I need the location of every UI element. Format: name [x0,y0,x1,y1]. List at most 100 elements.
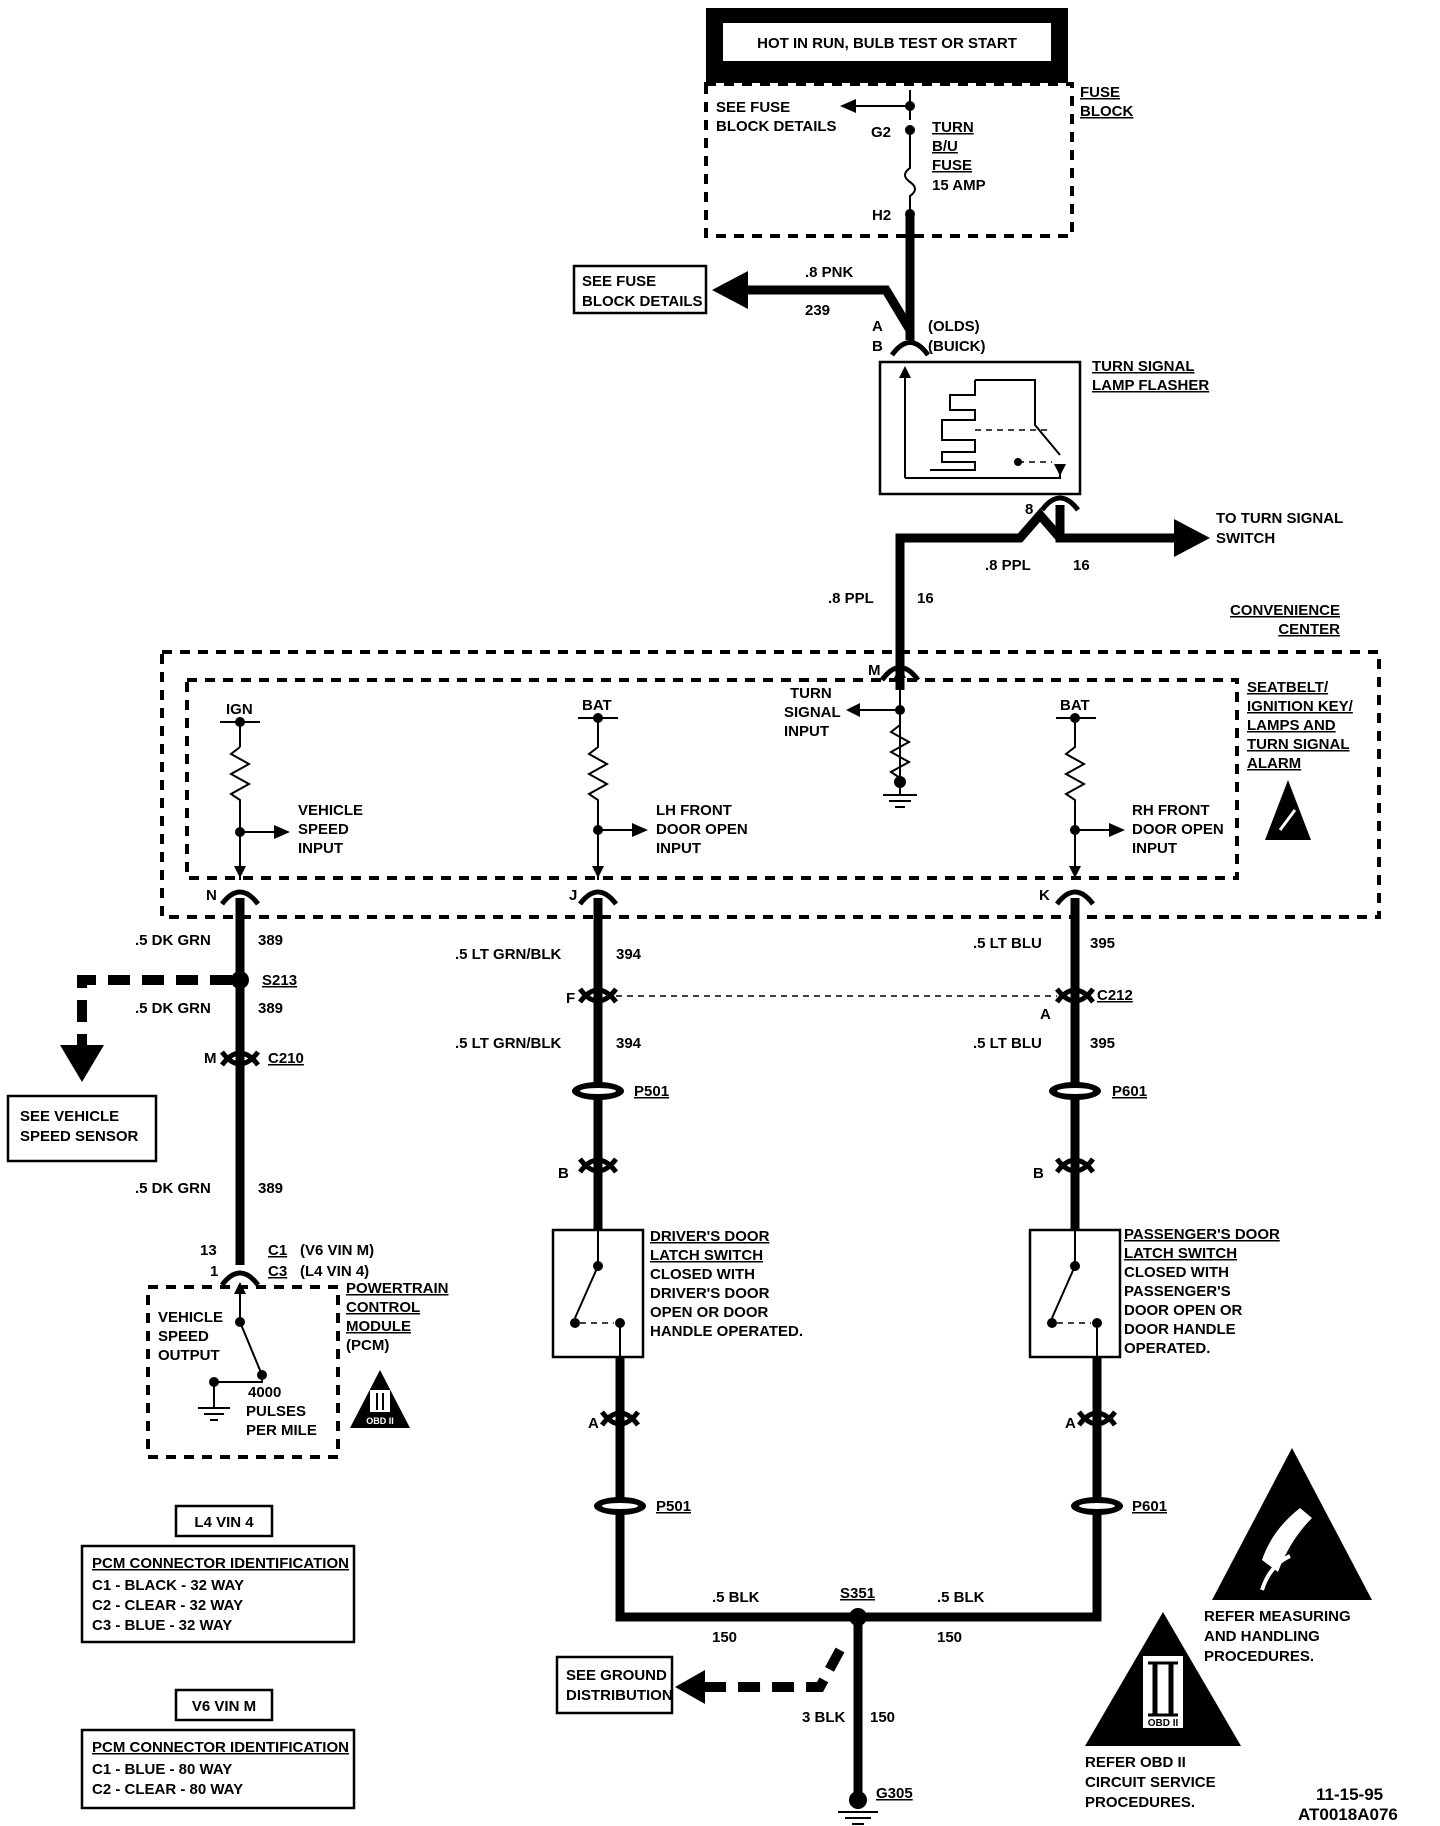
seatbelt-alarm-module [185,678,1239,880]
svg-text:DOOR OPEN: DOOR OPEN [1132,821,1224,838]
svg-text:P601: P601 [1112,1083,1147,1100]
flasher-connector-in [889,340,931,357]
footer-code: AT0018A076 [1298,1805,1398,1824]
splice-s213 [231,971,249,989]
svg-text:SIGNAL: SIGNAL [784,704,841,721]
feed-circuit: 239 [805,302,830,319]
svg-text:.5 BLK: .5 BLK [937,1589,985,1606]
svg-text:HANDLE OPERATED.: HANDLE OPERATED. [650,1323,803,1340]
svg-text:16: 16 [917,590,934,607]
svg-text:PASSENGER'S DOOR: PASSENGER'S DOOR [1124,1226,1280,1243]
svg-text:DOOR OPEN OR: DOOR OPEN OR [1124,1302,1243,1319]
svg-text:C3: C3 [268,1263,287,1280]
svg-text:.5 LT BLU: .5 LT BLU [973,935,1042,952]
svg-text:B: B [1033,1165,1044,1182]
svg-text:(BUICK): (BUICK) [928,338,986,355]
svg-text:389: 389 [258,932,283,949]
svg-text:V6 VIN M: V6 VIN M [192,1698,256,1715]
svg-text:8: 8 [1025,501,1033,518]
l4-tag [174,1504,274,1538]
svg-text:CLOSED WITH: CLOSED WITH [1124,1264,1229,1281]
svg-text:(OLDS): (OLDS) [928,318,980,335]
v6-connector-table [80,1728,356,1810]
svg-text:CIRCUIT SERVICE: CIRCUIT SERVICE [1085,1774,1216,1791]
svg-text:395: 395 [1090,1035,1115,1052]
svg-text:ALARM: ALARM [1247,755,1301,772]
svg-text:PROCEDURES.: PROCEDURES. [1204,1648,1314,1665]
svg-text:C2 - CLEAR - 80 WAY: C2 - CLEAR - 80 WAY [92,1781,243,1798]
svg-text:BAT: BAT [582,697,612,714]
svg-text:B: B [558,1165,569,1182]
svg-text:SPEED SENSOR: SPEED SENSOR [20,1128,139,1145]
svg-text:SEE FUSE: SEE FUSE [582,273,656,290]
svg-text:BAT: BAT [1060,697,1090,714]
svg-text:(V6 VIN M): (V6 VIN M) [300,1242,374,1259]
svg-text:REFER MEASURING: REFER MEASURING [1204,1608,1351,1625]
fuse-name-2: B/U [932,138,958,155]
svg-text:K: K [1039,887,1050,904]
svg-text:REFER OBD II: REFER OBD II [1085,1754,1186,1771]
svg-text:CONVENIENCE: CONVENIENCE [1230,602,1340,619]
svg-text:389: 389 [258,1180,283,1197]
svg-text:PCM CONNECTOR IDENTIFICATION: PCM CONNECTOR IDENTIFICATION [92,1555,349,1572]
fuse-see-details: SEE FUSE [716,99,790,116]
power-label: HOT IN RUN, BULB TEST OR START [757,35,1017,52]
footer-date: 11-15-95 [1316,1785,1383,1804]
svg-text:.5 LT BLU: .5 LT BLU [973,1035,1042,1052]
fuse-name-1: TURN [932,119,974,136]
svg-text:13: 13 [200,1242,217,1259]
l4-connector-table [80,1544,356,1644]
convenience-center-boundary [160,650,1381,919]
fuse-block-boundary [704,82,1074,238]
svg-text:P501: P501 [656,1498,691,1515]
fuse-block-title: FUSE [1080,84,1120,101]
svg-text:INPUT: INPUT [656,840,701,857]
svg-text:(PCM): (PCM) [346,1337,389,1354]
svg-text:OPEN OR DOOR: OPEN OR DOOR [650,1304,769,1321]
svg-text:.8 PPL: .8 PPL [828,590,874,607]
flasher-bimetal [930,380,976,471]
svg-text:SPEED: SPEED [298,821,349,838]
flasher-connector-out [1040,495,1080,512]
svg-text:A: A [872,318,883,335]
svg-text:IGNITION KEY/: IGNITION KEY/ [1247,698,1354,715]
svg-text:.8 PPL: .8 PPL [985,557,1031,574]
svg-text:16: 16 [1073,557,1090,574]
svg-text:C2 - CLEAR - 32 WAY: C2 - CLEAR - 32 WAY [92,1597,243,1614]
svg-text:PCM CONNECTOR IDENTIFICATION: PCM CONNECTOR IDENTIFICATION [92,1739,349,1756]
svg-text:SPEED: SPEED [158,1328,209,1345]
svg-text:M: M [204,1050,217,1067]
svg-text:INPUT: INPUT [1132,840,1177,857]
feed-wire-label: .8 PNK [805,264,854,281]
svg-text:.5 DK GRN: .5 DK GRN [135,1180,211,1197]
svg-text:C1: C1 [268,1242,287,1259]
passengers-door-latch-switch [1028,1228,1122,1359]
flasher-title-2: LAMP FLASHER [1092,377,1209,394]
v6-tag [174,1688,274,1722]
svg-text:(L4 VIN 4): (L4 VIN 4) [300,1263,369,1280]
fuse-see-details-2: BLOCK DETAILS [716,118,837,135]
svg-text:395: 395 [1090,935,1115,952]
svg-text:389: 389 [258,1000,283,1017]
svg-text:SEATBELT/: SEATBELT/ [1247,679,1329,696]
powertrain-control-module [146,1285,340,1459]
svg-text:A: A [1065,1415,1076,1432]
svg-text:PER MILE: PER MILE [246,1422,317,1439]
svg-text:PROCEDURES.: PROCEDURES. [1085,1794,1195,1811]
svg-text:CLOSED WITH: CLOSED WITH [650,1266,755,1283]
svg-text:C212: C212 [1097,987,1133,1004]
svg-text:PASSENGER'S: PASSENGER'S [1124,1283,1231,1300]
fuse-name-3: FUSE [932,157,972,174]
svg-text:.5 LT GRN/BLK: .5 LT GRN/BLK [455,946,562,963]
svg-text:.5 LT GRN/BLK: .5 LT GRN/BLK [455,1035,562,1052]
svg-text:LATCH SWITCH: LATCH SWITCH [1124,1245,1237,1262]
svg-text:M: M [868,662,881,679]
svg-text:TO TURN SIGNAL: TO TURN SIGNAL [1216,510,1343,527]
svg-text:150: 150 [870,1709,895,1726]
svg-text:PULSES: PULSES [246,1403,306,1420]
svg-text:C1 - BLUE - 80 WAY: C1 - BLUE - 80 WAY [92,1761,232,1778]
feed-arrow [712,271,748,309]
svg-text:.5 BLK: .5 BLK [712,1589,760,1606]
svg-text:S213: S213 [262,972,297,989]
